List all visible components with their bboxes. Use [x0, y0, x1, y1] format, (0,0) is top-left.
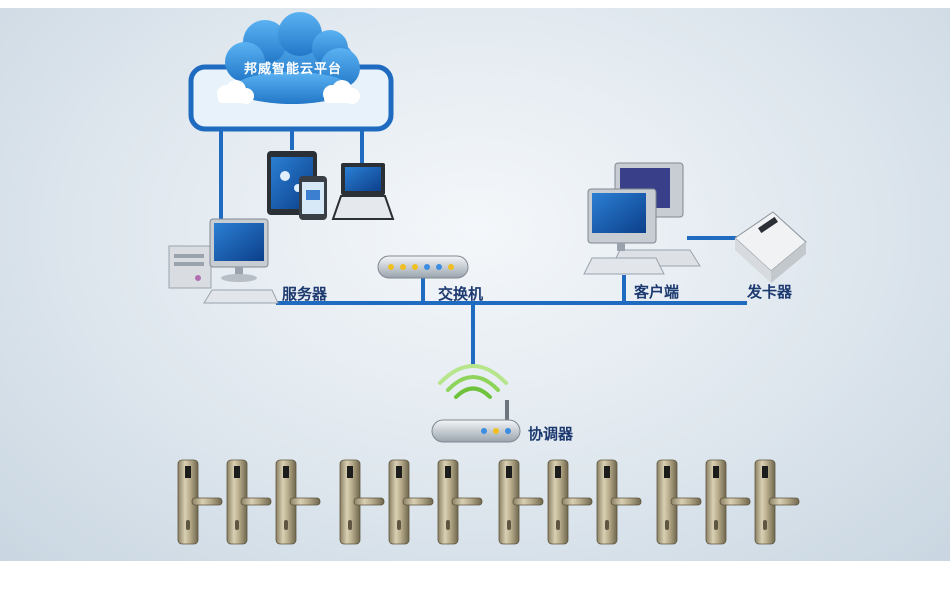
server-icon: [168, 218, 279, 304]
phone-icon: [299, 176, 327, 220]
door-lock-icon: [339, 459, 385, 545]
card-issuer-icon: [734, 211, 807, 283]
door-lock-icon: [596, 459, 642, 545]
coordinator-label: 协调器: [528, 425, 574, 443]
door-lock-icon: [437, 459, 483, 545]
door-lock-icon: [388, 459, 434, 545]
client-computer-icon: [583, 162, 701, 275]
door-lock-icon: [177, 459, 223, 545]
cloud-icon: [225, 12, 360, 104]
laptop-icon: [331, 163, 395, 220]
diagram-background: [0, 8, 950, 561]
door-locks: [177, 459, 800, 545]
door-lock-icon: [656, 459, 702, 545]
small-cloud-icon: [217, 80, 254, 104]
cloud-platform: [188, 12, 394, 132]
door-lock-icon: [705, 459, 751, 545]
wifi-signal-icon: [438, 364, 508, 399]
switch-icon: [377, 255, 469, 279]
switch-label: 交换机: [438, 285, 484, 303]
door-lock-icon: [275, 459, 321, 545]
cloud-platform-title: 邦威智能云平台: [243, 62, 342, 77]
door-lock-icon: [226, 459, 272, 545]
client-label: 客户端: [634, 283, 680, 301]
coordinator-icon: [431, 400, 521, 443]
door-lock-icon: [498, 459, 544, 545]
small-cloud-icon: [323, 80, 360, 104]
door-lock-icon: [547, 459, 593, 545]
card-issuer-label: 发卡器: [747, 283, 793, 301]
server-label: 服务器: [282, 285, 328, 303]
bottom-band: [0, 561, 950, 608]
door-lock-icon: [754, 459, 800, 545]
